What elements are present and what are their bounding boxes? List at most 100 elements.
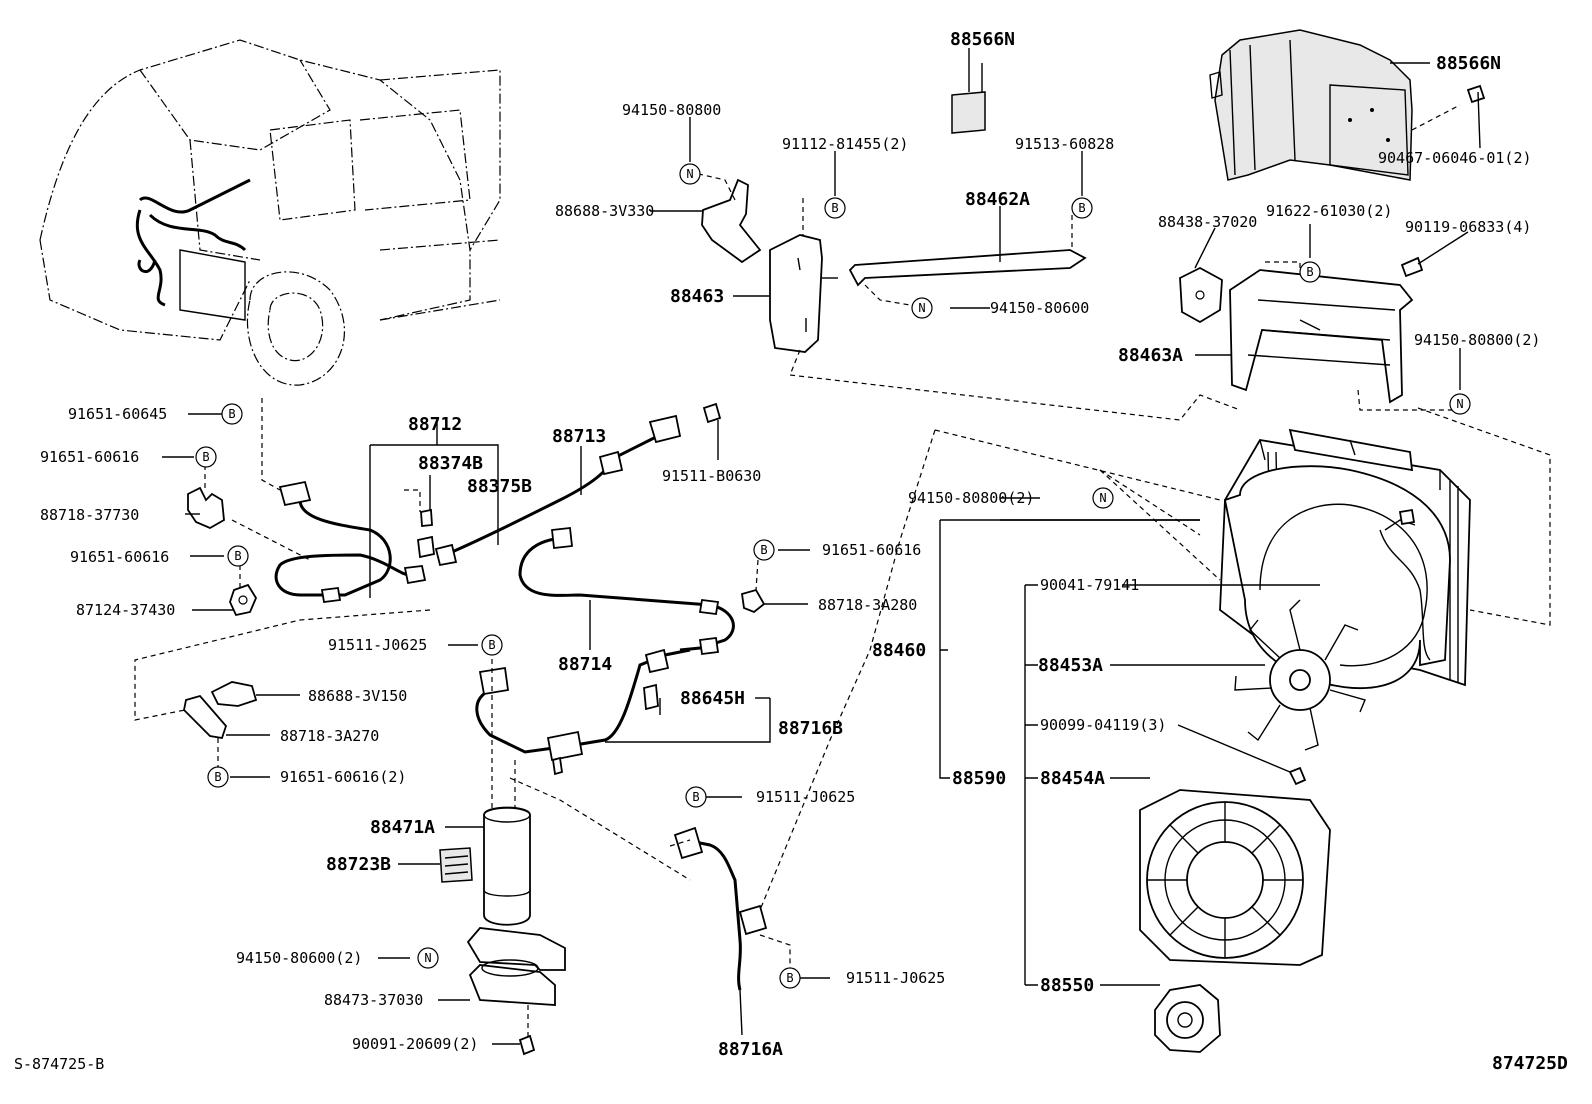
part-88566N-cover [1209, 29, 1486, 181]
label-91651-60616: 91651-60616 [822, 541, 921, 559]
svg-text:N: N [918, 301, 925, 315]
label-88453A: 88453A [1038, 655, 1103, 676]
label-88471A: 88471A [370, 817, 435, 838]
part-labels: 88566N 88566N 90467-06046-01(2) 94150-80… [14, 29, 1568, 1074]
label-90091: 90091-20609(2) [352, 1035, 478, 1053]
part-88566N-label-card [951, 48, 986, 134]
part-88463-bracket [769, 198, 838, 353]
label-88713: 88713 [552, 426, 606, 447]
symbol-B: B [1299, 261, 1321, 283]
label-88463: 88463 [670, 286, 724, 307]
label-88590: 88590 [952, 768, 1006, 789]
symbols: N B B N B N B B B N B B B B N B [195, 163, 1471, 989]
svg-text:B: B [202, 450, 209, 464]
label-94150-80600: 94150-80600 [990, 299, 1089, 317]
label-88645H: 88645H [680, 688, 745, 709]
label-94150-80800-2: 94150-80800(2) [1414, 331, 1540, 349]
svg-text:B: B [831, 201, 838, 215]
symbol-N: N [1092, 487, 1114, 509]
part-88688-3V330-bracket [689, 171, 762, 264]
part-88438-37020-bracket [1179, 227, 1223, 324]
label-88566N-cover: 88566N [1436, 53, 1501, 74]
label-88723B: 88723B [326, 854, 391, 875]
diagram-code-right: 874725D [1492, 1053, 1568, 1074]
label-88716A: 88716A [718, 1039, 783, 1060]
part-88712-hose [274, 480, 427, 604]
label-88716B: 88716B [778, 718, 843, 739]
part-88375B-seal [417, 535, 435, 559]
label-91511-J0625: 91511-J0625 [846, 969, 945, 987]
label-94150-80800-2: 94150-80800(2) [908, 489, 1034, 507]
label-91651-60616: 91651-60616 [70, 548, 169, 566]
label-88550: 88550 [1040, 975, 1094, 996]
symbol-B: B [753, 539, 775, 561]
svg-text:B: B [234, 549, 241, 563]
label-88712: 88712 [408, 414, 462, 435]
symbol-N: N [417, 947, 439, 969]
symbol-N: N [679, 163, 701, 185]
svg-text:B: B [1078, 201, 1085, 215]
label-94150-80800: 94150-80800 [622, 101, 721, 119]
label-91651-60645: 91651-60645 [68, 405, 167, 423]
part-88454A-fan-motor [1139, 789, 1331, 966]
svg-text:B: B [786, 971, 793, 985]
label-91651-60616-2: 91651-60616(2) [280, 768, 406, 786]
symbol-B: B [221, 403, 243, 425]
label-91112: 91112-81455(2) [782, 135, 908, 153]
part-88716A-hose [669, 826, 791, 991]
label-91511-B0630: 91511-B0630 [662, 467, 761, 485]
symbol-B: B [481, 634, 503, 656]
label-88566N-card: 88566N [950, 29, 1015, 50]
vehicle-outline [39, 39, 501, 386]
svg-text:N: N [686, 167, 693, 181]
symbol-B: B [227, 545, 249, 567]
label-88688-3V330: 88688-3V330 [555, 202, 654, 220]
label-94150-80600-2: 94150-80600(2) [236, 949, 362, 967]
part-88645H-switch [643, 683, 659, 711]
part-88473-37030-bracket [466, 927, 566, 1006]
label-91651-60616: 91651-60616 [40, 448, 139, 466]
label-88438: 88438-37020 [1158, 213, 1257, 231]
label-88463A: 88463A [1118, 345, 1183, 366]
part-88453A-fan [1234, 599, 1366, 751]
label-88460: 88460 [872, 640, 926, 661]
part-88718-3A270-bracket [183, 694, 228, 740]
part-88688-3V150-bracket [210, 681, 258, 707]
label-90119: 90119-06833(4) [1405, 218, 1531, 236]
svg-text:B: B [1306, 265, 1313, 279]
label-90041: 90041-79141 [1040, 576, 1139, 594]
part-88471A-receiver [483, 650, 531, 926]
part-88374B-oring [404, 489, 433, 527]
part-88716B-hose [475, 648, 691, 776]
symbol-B: B [685, 786, 707, 808]
label-88473: 88473-37030 [324, 991, 423, 1009]
label-87124: 87124-37430 [76, 601, 175, 619]
diagram-code-left: S-874725-B [14, 1055, 104, 1073]
label-90467: 90467-06046-01(2) [1378, 149, 1532, 167]
part-88723B-label [439, 847, 473, 883]
part-88463A-bracket [1229, 256, 1458, 411]
svg-text:N: N [1456, 397, 1463, 411]
symbol-B: B [207, 766, 229, 788]
symbol-B: B [195, 446, 217, 468]
label-91622: 91622-61030(2) [1266, 202, 1392, 220]
part-88462A-rod [848, 215, 1087, 306]
svg-text:N: N [424, 951, 431, 965]
svg-text:B: B [760, 543, 767, 557]
svg-text:B: B [228, 407, 235, 421]
label-88718-3A270: 88718-3A270 [280, 727, 379, 745]
svg-text:B: B [692, 790, 699, 804]
label-88718-37730: 88718-37730 [40, 506, 139, 524]
label-88462A: 88462A [965, 189, 1030, 210]
symbol-N: N [1449, 393, 1471, 415]
symbol-B: B [1071, 197, 1093, 219]
part-88460-condenser-assembly [1219, 428, 1471, 690]
part-90099-screw [1288, 766, 1307, 786]
label-90099: 90099-04119(3) [1040, 716, 1166, 734]
svg-text:N: N [1099, 491, 1106, 505]
part-90091-bolt [518, 1005, 536, 1056]
label-88454A: 88454A [1040, 768, 1105, 789]
part-88718-37730-clamp [187, 486, 225, 530]
symbol-B: B [824, 197, 846, 219]
svg-text:B: B [214, 770, 221, 784]
